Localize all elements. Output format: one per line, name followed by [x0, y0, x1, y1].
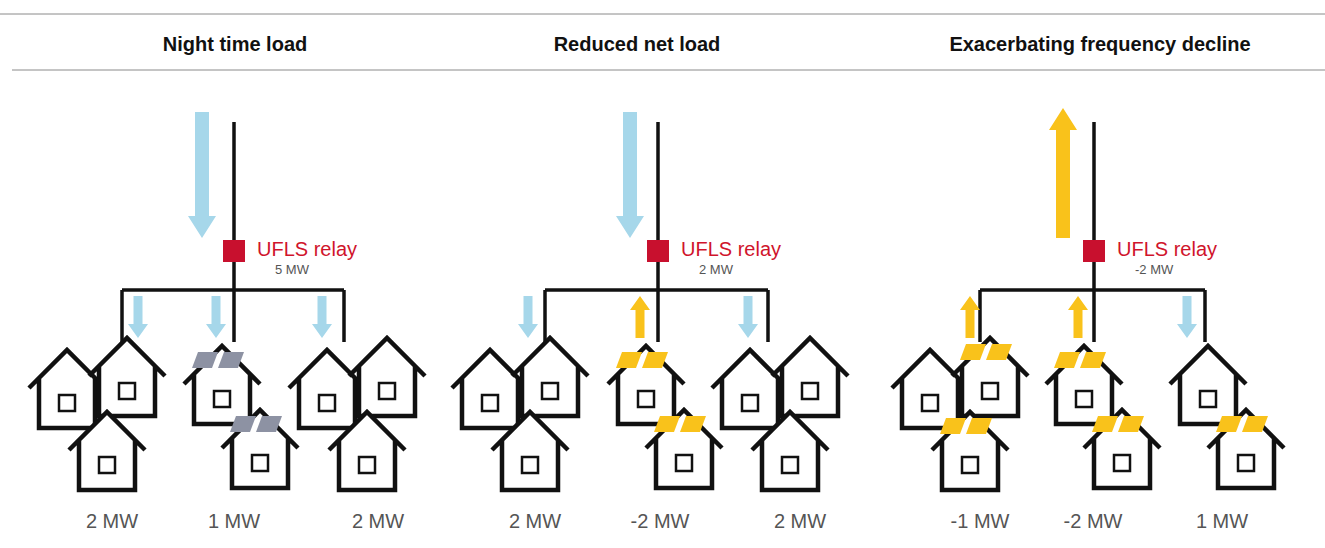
house [892, 350, 968, 428]
solar-panel [986, 344, 1012, 360]
panel-heading: Exacerbating frequency decline [949, 33, 1250, 56]
relay-load: 2 MW [699, 262, 733, 277]
solar-panel [642, 352, 668, 368]
solar-panel [654, 416, 680, 432]
house [1046, 346, 1122, 424]
branch-flow-arrow [206, 296, 226, 338]
relay-label: UFLS relay [257, 237, 357, 261]
house [646, 410, 722, 488]
feeder-line [656, 122, 660, 290]
house [289, 350, 365, 428]
load-value: 1 MW [208, 510, 260, 533]
relay-label: UFLS relay [1117, 237, 1217, 261]
load-value: 2 MW [352, 510, 404, 533]
house [349, 338, 425, 416]
relay-load: -2 MW [1135, 262, 1173, 277]
house [512, 338, 588, 416]
house [452, 350, 528, 428]
branch-flow-arrow [960, 296, 980, 338]
house [329, 412, 405, 490]
branch-flow-arrow [630, 296, 650, 338]
branch-flow-arrow [312, 296, 332, 338]
solar-panel [1242, 416, 1268, 432]
load-value: -2 MW [1064, 510, 1123, 533]
load-value: 1 MW [1196, 510, 1248, 533]
load-value: 2 MW [774, 510, 826, 533]
solar-panel [1118, 416, 1144, 432]
load-value: 2 MW [509, 510, 561, 533]
solar-panel [1216, 416, 1242, 432]
feeder-panel [892, 108, 1284, 490]
top-rule [0, 14, 1325, 15]
load-value: -2 MW [631, 510, 690, 533]
house [1208, 410, 1284, 488]
house [1170, 346, 1246, 424]
house [492, 412, 568, 490]
solar-panel [192, 352, 218, 368]
branch-line [543, 290, 547, 342]
branch-line [978, 290, 982, 342]
branch-flow-arrow [1068, 296, 1088, 338]
relay-label: UFLS relay [681, 237, 781, 261]
panel-heading: Night time load [163, 33, 307, 56]
solar-panel [940, 418, 966, 434]
ufls-relay: UFLS relay-2 MW [1083, 240, 1105, 262]
feeder-panel [452, 112, 848, 490]
power-flow-arrow [1049, 108, 1077, 238]
branch-line [120, 290, 124, 342]
house [29, 350, 105, 428]
branch-line [766, 290, 770, 342]
house [712, 350, 788, 428]
house [89, 338, 165, 416]
solar-panel [1080, 352, 1106, 368]
house [932, 412, 1008, 490]
house [1084, 410, 1160, 488]
house [752, 412, 828, 490]
solar-panel [966, 418, 992, 434]
panel-heading: Reduced net load [554, 33, 721, 56]
branch-flow-arrow [518, 296, 538, 338]
ufls-relay: UFLS relay5 MW [223, 240, 245, 262]
solar-panel [230, 416, 256, 432]
solar-panel [218, 352, 244, 368]
branch-line [1092, 290, 1096, 342]
branch-line [1203, 290, 1207, 342]
branch-flow-arrow [128, 296, 148, 338]
house [772, 338, 848, 416]
load-value: 2 MW [86, 510, 138, 533]
branch-flow-arrow [1177, 296, 1197, 338]
solar-panel [680, 416, 706, 432]
house [952, 338, 1028, 416]
power-flow-arrow [616, 112, 644, 238]
header-rule [12, 70, 1325, 71]
feeder-line [1092, 122, 1096, 290]
feeder-panel [29, 112, 425, 490]
load-value: -1 MW [951, 510, 1010, 533]
power-flow-arrow [188, 112, 216, 238]
solar-panel [1054, 352, 1080, 368]
relay-load: 5 MW [275, 262, 309, 277]
house [184, 346, 260, 424]
feeder-line [232, 122, 236, 290]
solar-panel [1092, 416, 1118, 432]
house [222, 410, 298, 488]
house [69, 412, 145, 490]
solar-panel [960, 344, 986, 360]
house [608, 346, 684, 424]
branch-line [232, 290, 236, 342]
branch-line [342, 290, 346, 342]
ufls-relay: UFLS relay2 MW [647, 240, 669, 262]
solar-panel [616, 352, 642, 368]
branch-line [656, 290, 660, 342]
branch-flow-arrow [738, 296, 758, 338]
solar-panel [256, 416, 282, 432]
